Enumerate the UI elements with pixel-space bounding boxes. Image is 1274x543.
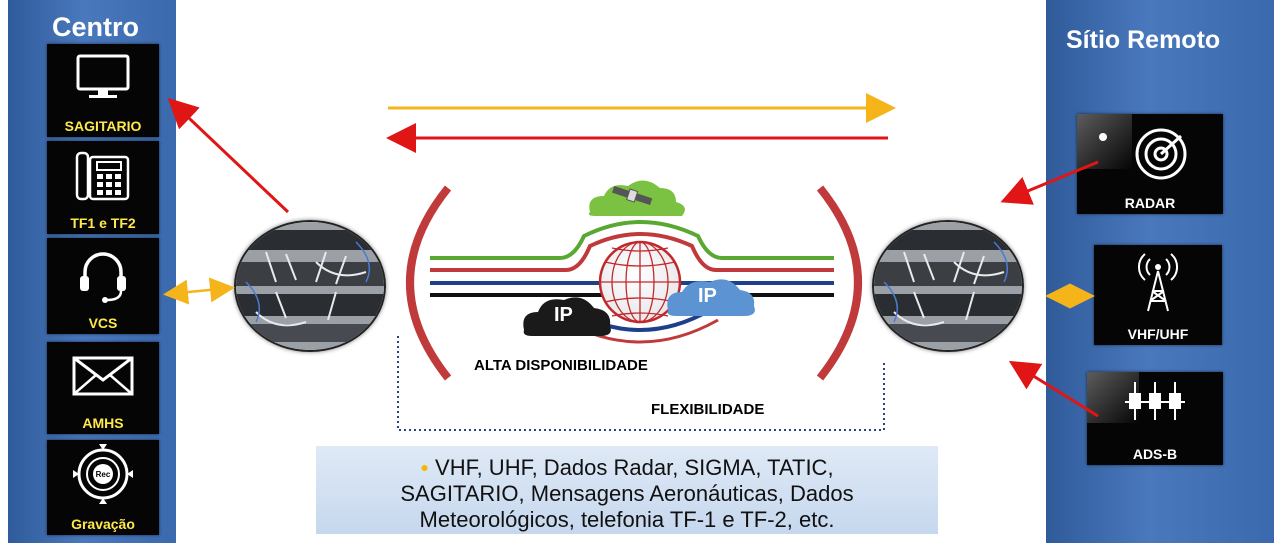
radar-icon [1099,128,1187,180]
vhf-uhf-tile[interactable]: VHF/UHF [1094,245,1222,345]
right-bracket-arc [816,185,862,381]
radar-tile[interactable]: RADAR [1077,114,1223,214]
equipment-rack-icon [236,222,384,350]
centro-panel: Centro SAGITARIO TF1 e TF2 [8,0,176,543]
vcs-tile[interactable]: VCS [47,238,159,334]
info-line-1: ● VHF, UHF, Dados Radar, SIGMA, TATIC, [316,454,938,481]
tile-gloss [1077,114,1133,169]
info-line-3: Meteorológicos, telefonia TF-1 e TF-2, e… [419,507,835,532]
vcs-label: VCS [88,315,118,331]
adsb-antennas-icon [1125,382,1185,420]
sagitario-tile[interactable]: SAGITARIO [47,44,159,137]
record-icon: Rec [73,444,133,504]
left-equipment-node [234,220,386,352]
info-line-1-text: VHF, UHF, Dados Radar, SIGMA, TATIC, [435,455,834,480]
gravacao-label: Gravação [71,516,135,532]
bullet-icon: ● [420,459,429,475]
amhs-tile[interactable]: AMHS [47,342,159,434]
globe-icon [598,240,682,324]
arrow-from-adsb [1008,360,1099,418]
telephone-icon [75,151,130,201]
right-equipment-node [872,220,1024,352]
alta-disponibilidade-label: ALTA DISPONIBILIDADE [474,357,648,374]
ip-cloud-right-icon [667,279,755,316]
info-line-2: SAGITARIO, Mensagens Aeronáuticas, Dados [400,481,854,506]
sitio-remoto-title: Sítio Remoto [1066,26,1221,54]
satellite-cloud-icon [588,180,685,216]
tf1-tf2-label: TF1 e TF2 [70,215,136,231]
equipment-rack-icon [874,222,1022,350]
amhs-label: AMHS [82,415,124,431]
headset-icon [80,252,126,303]
arrow-vcs-link [163,277,235,305]
sitio-remoto-panel: Sítio Remoto RADAR VHF/UHF [1046,0,1274,543]
arrow-from-radar [1000,160,1099,205]
sagitario-label: SAGITARIO [64,118,142,134]
line-red [430,232,834,272]
radar-label: RADAR [1124,195,1176,211]
flexibilidade-label: FLEXIBILIDADE [651,401,765,418]
antenna-tower-icon [1138,253,1178,312]
ads-b-label: ADS-B [1132,446,1178,462]
monitor-icon [76,54,130,98]
gravacao-tile[interactable]: Rec Gravação [47,440,159,535]
ip-right-label: IP [698,285,717,307]
tf1-tf2-tile[interactable]: TF1 e TF2 [47,141,159,234]
info-box: ● VHF, UHF, Dados Radar, SIGMA, TATIC, S… [316,446,938,534]
arrow-to-sagitario [167,97,290,214]
info-text: ● VHF, UHF, Dados Radar, SIGMA, TATIC, S… [316,454,938,533]
svg-text:Rec: Rec [96,470,111,479]
centro-title: Centro [52,12,139,42]
line-green [430,220,834,260]
flexibility-frame [397,336,885,431]
ip-left-label: IP [554,304,573,326]
ip-cloud-left-icon [523,297,611,336]
envelope-icon [72,356,134,396]
vhf-uhf-label: VHF/UHF [1127,326,1189,342]
left-bracket-arc [406,185,452,381]
